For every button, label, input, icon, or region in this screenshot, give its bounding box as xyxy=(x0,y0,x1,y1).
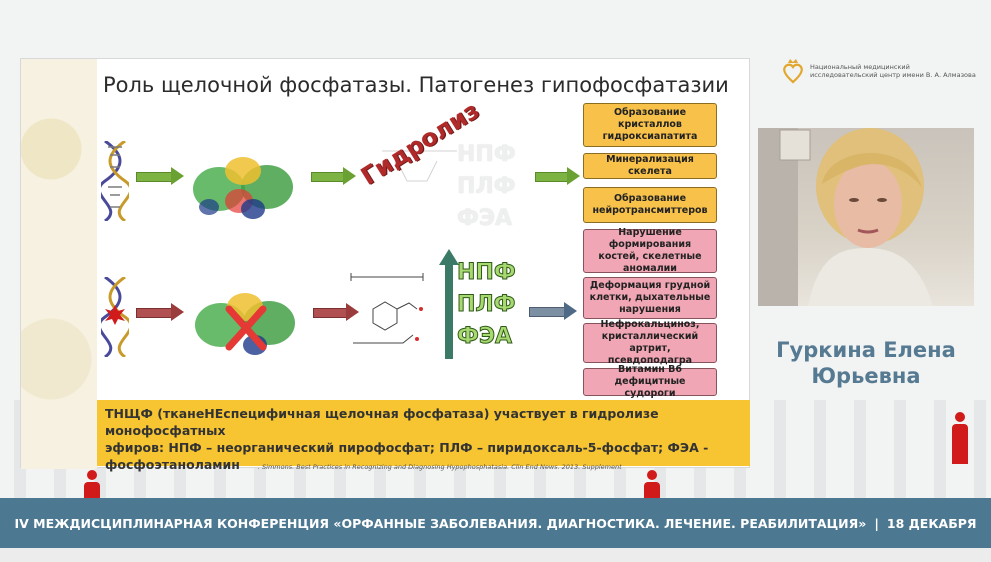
red-arrow-icon xyxy=(136,303,184,321)
heart-crown-icon xyxy=(782,58,804,84)
dna-icon xyxy=(101,141,129,221)
banner-separator: | xyxy=(874,515,879,531)
symptom-box-nephrocalcinosis: Нефрокальциноз, кристаллический артрит, … xyxy=(583,319,717,366)
mutated-dna-icon xyxy=(101,277,129,357)
enzyme-protein-icon xyxy=(193,157,293,219)
speaker-video xyxy=(758,128,974,306)
speaker-name-line-1: Гуркина Елена xyxy=(776,338,956,362)
accumulated-abbreviations: НПФ ПЛФ ФЭА xyxy=(457,257,517,353)
red-person-icon xyxy=(950,412,970,464)
symptom-box-b6-seizures: Витамин B6 дефицитные судороги xyxy=(583,364,717,399)
almazov-logo: Национальный медицинский исследовательск… xyxy=(782,58,980,84)
outcome-box-neurotransmitters: Образование нейротрансмиттеров xyxy=(583,187,717,223)
definition-term: фосфоэтаноламин xyxy=(105,457,240,472)
abbr-npf-faded: НПФ xyxy=(457,142,516,167)
abbr-fea-faded: ФЭА xyxy=(457,206,512,231)
logo-line-2: исследовательский центр имени В. А. Алма… xyxy=(810,71,976,79)
pyridoxal-phosphate-structure xyxy=(350,273,424,344)
presentation-slide: Роль щелочной фосфатазы. Патогенез гипоф… xyxy=(20,58,750,472)
green-arrow-icon xyxy=(311,167,356,185)
definition-line-1: ТНЩФ (тканеНЕспецифичная щелочная фосфат… xyxy=(105,406,659,438)
faded-chemical-structure xyxy=(382,150,457,182)
logo-text: Национальный медицинский исследовательск… xyxy=(810,63,980,79)
conference-date: 18 ДЕКАБРЯ xyxy=(886,515,977,531)
citation: . Simmons. Best Practices in Recognizing… xyxy=(257,463,622,471)
symptom-box-chest-deformation: Деформация грудной клетки, дыхательные н… xyxy=(583,277,717,319)
slide-decoration xyxy=(21,59,97,469)
logo-line-1: Национальный медицинский xyxy=(810,63,910,71)
inactive-enzyme-icon xyxy=(195,293,295,355)
abbr-plf: ПЛФ xyxy=(457,292,517,318)
abbr-plf-faded: ПЛФ xyxy=(457,174,516,199)
conference-title: IV МЕЖДИСЦИПЛИНАРНАЯ КОНФЕРЕНЦИЯ «ОРФАНН… xyxy=(14,515,867,531)
speaker-portrait xyxy=(758,128,933,306)
abbr-npf: НПФ xyxy=(457,260,517,286)
conference-banner: IV МЕЖДИСЦИПЛИНАРНАЯ КОНФЕРЕНЦИЯ «ОРФАНН… xyxy=(0,498,991,548)
definition-line-2: эфиров: НПФ – неорганический пирофосфат;… xyxy=(105,440,709,455)
symptom-box-bone-formation: Нарушение формирования костей, скелетные… xyxy=(583,227,717,274)
red-arrow-icon xyxy=(313,303,359,321)
faded-abbreviations: НПФ ПЛФ ФЭА xyxy=(457,139,516,235)
green-arrow-icon xyxy=(136,167,184,185)
green-arrow-icon xyxy=(535,167,580,185)
outcome-box-hydroxyapatite: Образование кристаллов гидроксиапатита xyxy=(583,103,717,147)
speaker-name-line-2: Юрьевна xyxy=(811,364,921,388)
definition-box: ТНЩФ (тканеНЕспецифичная щелочная фосфат… xyxy=(97,400,750,472)
abbr-fea: ФЭА xyxy=(457,324,513,350)
speaker-name: Гуркина Елена Юрьевна xyxy=(758,337,974,389)
slide-title: Роль щелочной фосфатазы. Патогенез гипоф… xyxy=(103,73,729,97)
increase-arrow-icon xyxy=(439,249,459,359)
bottom-strip xyxy=(0,548,991,562)
outcome-box-mineralization: Минерализация скелета xyxy=(583,153,717,179)
gray-arrow-icon xyxy=(529,302,577,320)
definition-line-3: фосфоэтаноламин . Simmons. Best Practices… xyxy=(105,456,742,476)
